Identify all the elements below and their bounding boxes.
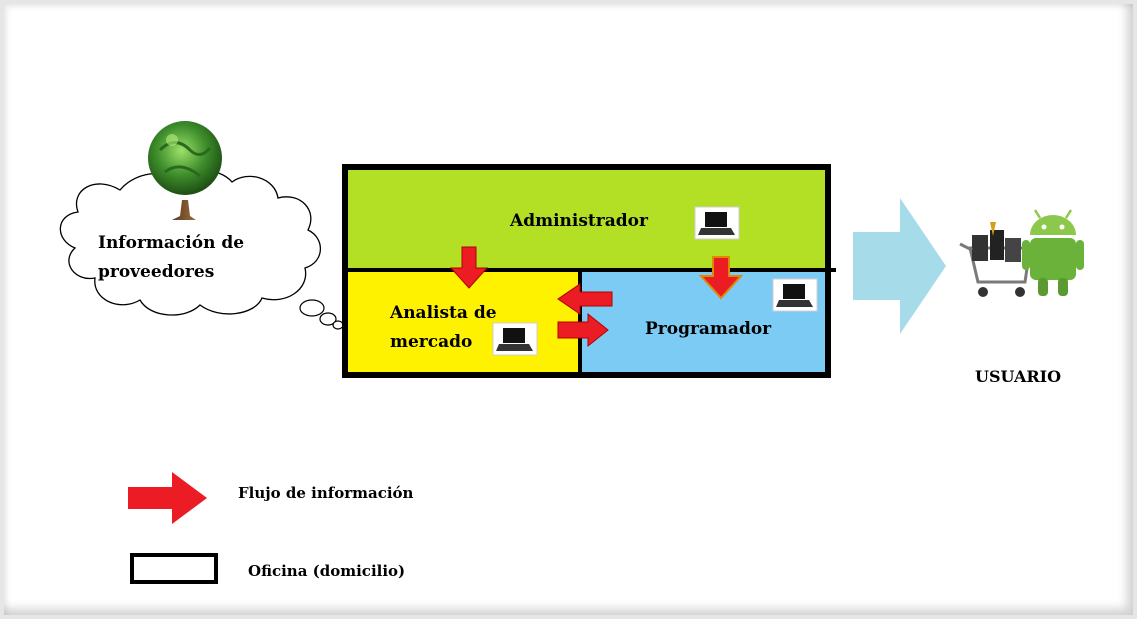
room-administrador (345, 167, 828, 270)
cloud-bubble-medium (319, 312, 337, 326)
flow-arrow-analista-to-programador (557, 312, 609, 348)
big-arrow-to-usuario (853, 198, 946, 334)
android-shopping-cart-icon (959, 209, 1084, 297)
legend-office-label: Oficina (domicilio) (248, 562, 405, 580)
flow-arrow-admin-to-programador (698, 256, 744, 300)
analista-label-line1: Analista de (389, 303, 497, 323)
thought-cloud: Información de proveedores (59, 170, 344, 330)
legend-office-box-icon (130, 553, 218, 584)
usuario-label: USUARIO (975, 367, 1061, 386)
cloud-label-line1: Información de (98, 233, 244, 253)
laptop-icon (492, 322, 538, 356)
tree-globe-icon (148, 121, 222, 220)
room-analista (345, 270, 580, 375)
legend-flow-arrow-icon (128, 472, 207, 524)
cloud-label-line2: proveedores (98, 262, 214, 282)
flow-arrow-programador-to-analista (557, 283, 613, 315)
analista-label-line2: mercado (390, 332, 472, 352)
administrador-label: Administrador (509, 211, 649, 231)
legend: Flujo de información Oficina (domicilio) (128, 472, 414, 584)
cloud-shape (59, 170, 322, 316)
laptop-icon (694, 206, 740, 240)
cloud-bubble-large (299, 299, 325, 317)
programador-label: Programador (645, 319, 772, 339)
laptop-icon (772, 278, 818, 312)
cloud-bubble-small (332, 320, 344, 330)
legend-flow-label: Flujo de información (238, 484, 414, 502)
flow-arrow-admin-to-analista (449, 246, 489, 289)
